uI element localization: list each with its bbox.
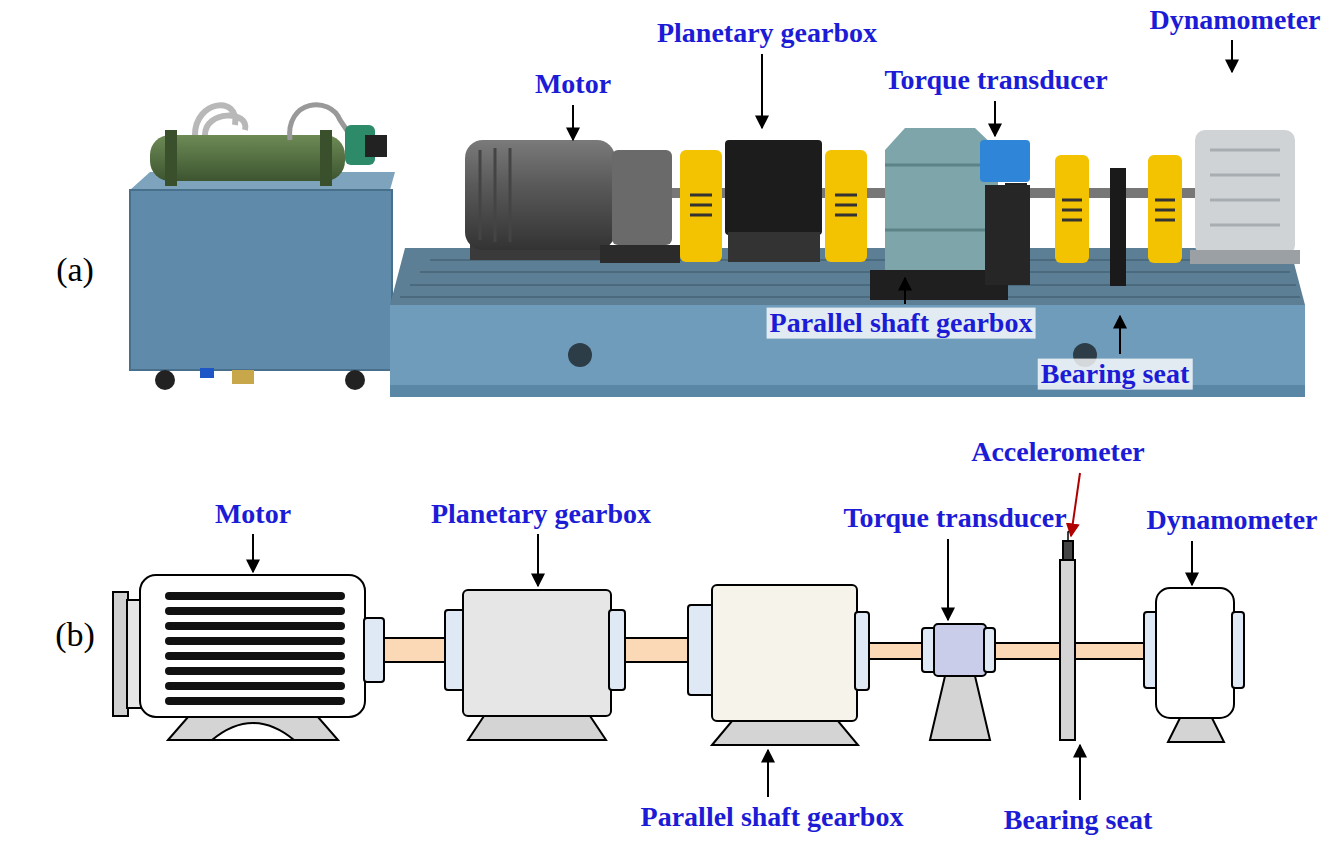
component-label: Motor — [212, 499, 294, 530]
component-label: Torque transducer — [840, 503, 1069, 534]
component-label: Accelerometer — [968, 437, 1148, 468]
component-label: Dynamometer — [1146, 5, 1323, 36]
component-label: Motor — [532, 69, 614, 100]
component-label: Parallel shaft gearbox — [767, 308, 1036, 339]
component-label: Planetary gearbox — [654, 18, 880, 49]
component-label: Bearing seat — [1001, 805, 1156, 836]
panel-letter: (b) — [52, 616, 98, 653]
component-label: Torque transducer — [881, 65, 1110, 96]
photo — [130, 105, 1305, 397]
component-label: Planetary gearbox — [428, 499, 654, 530]
panel-letter: (a) — [53, 251, 97, 288]
component-label: Dynamometer — [1143, 505, 1320, 536]
schematic — [113, 528, 1244, 745]
component-label: Parallel shaft gearbox — [638, 802, 907, 833]
leader-arrows — [253, 40, 1232, 800]
component-label: Bearing seat — [1038, 359, 1193, 390]
